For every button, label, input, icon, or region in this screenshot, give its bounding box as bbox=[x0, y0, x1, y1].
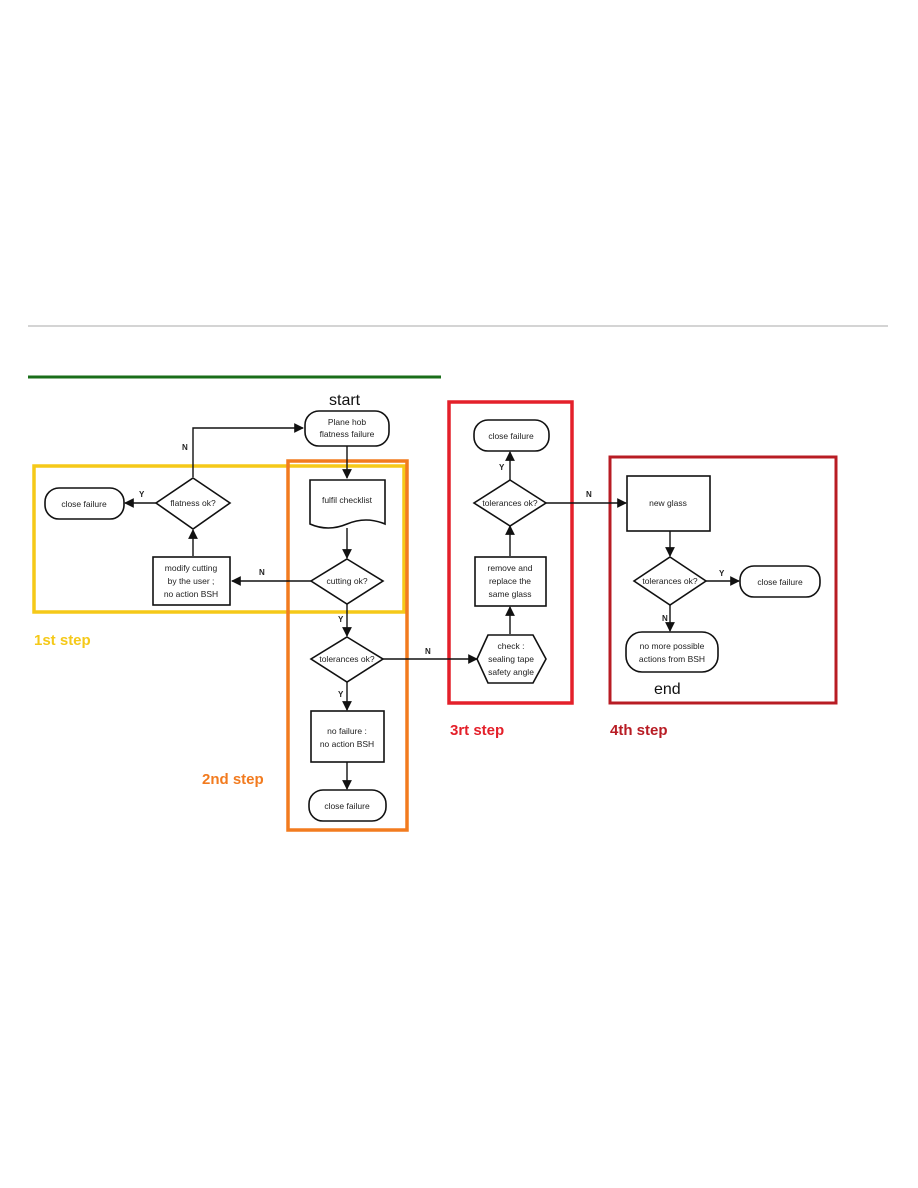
edge-label-cutting-n: N bbox=[259, 568, 265, 577]
node-close-failure-3: close failure bbox=[473, 419, 550, 452]
step3-label: 3rt step bbox=[450, 722, 504, 739]
node-close-failure-1: close failure bbox=[44, 487, 125, 520]
node-tolerances-ok-2: tolerances ok? bbox=[309, 636, 385, 683]
node-no-more-actions-line1: no more possible bbox=[640, 641, 705, 651]
node-tolerances-ok-4: tolerances ok? bbox=[632, 556, 708, 606]
node-cutting-ok: cutting ok? bbox=[309, 558, 385, 605]
node-plane-hob-line1: Plane hob bbox=[328, 417, 367, 427]
node-no-failure-line1: no failure : bbox=[327, 726, 367, 736]
edge-label-tol3-n: N bbox=[586, 490, 592, 499]
edge-label-tol3-y: Y bbox=[499, 463, 505, 472]
node-tolerances-ok-3-text: tolerances ok? bbox=[482, 498, 538, 508]
edge-flatness-n bbox=[192, 423, 304, 477]
edge-label-flatness-n: N bbox=[182, 443, 188, 452]
step1-frame bbox=[32, 464, 406, 614]
node-remove-replace-line2: replace the bbox=[489, 576, 531, 586]
node-fulfil-checklist: fulfil checklist bbox=[309, 479, 386, 529]
edge-labels: N Y N Y Y N Y N Y N bbox=[139, 443, 725, 699]
node-plane-hob: Plane hob flatness failure bbox=[304, 410, 390, 447]
node-tolerances-ok-3: tolerances ok? bbox=[472, 479, 548, 527]
edge-label-tol4-n: N bbox=[662, 614, 668, 623]
edge-label-cutting-y: Y bbox=[338, 615, 344, 624]
node-remove-replace: remove and replace the same glass bbox=[474, 556, 547, 607]
node-close-failure-4: close failure bbox=[739, 565, 821, 598]
step3-frame bbox=[447, 400, 574, 705]
node-modify-cutting-line2: by the user ; bbox=[168, 576, 215, 586]
node-modify-cutting-line3: no action BSH bbox=[164, 589, 218, 599]
node-remove-replace-line1: remove and bbox=[488, 563, 533, 573]
node-close-failure-2-text: close failure bbox=[324, 801, 370, 811]
node-modify-cutting-line1: modify cutting bbox=[165, 563, 218, 573]
step4-label: 4th step bbox=[610, 722, 668, 739]
edge-label-flatness-y: Y bbox=[139, 490, 145, 499]
node-tolerances-ok-4-text: tolerances ok? bbox=[642, 576, 698, 586]
step1-label: 1st step bbox=[34, 632, 91, 649]
node-close-failure-1-text: close failure bbox=[61, 499, 107, 509]
node-flatness-ok-text: flatness ok? bbox=[170, 498, 216, 508]
node-fulfil-checklist-text: fulfil checklist bbox=[322, 495, 373, 505]
node-plane-hob-line2: flatness failure bbox=[320, 429, 375, 439]
node-new-glass: new glass bbox=[626, 475, 711, 532]
node-tolerances-ok-2-text: tolerances ok? bbox=[319, 654, 375, 664]
end-label: end bbox=[654, 681, 681, 698]
node-modify-cutting: modify cutting by the user ; no action B… bbox=[152, 556, 231, 606]
start-label: start bbox=[329, 392, 361, 409]
node-check-sealing-line1: check : bbox=[498, 641, 525, 651]
node-flatness-ok: flatness ok? bbox=[154, 477, 232, 530]
edge-label-tol2-y: Y bbox=[338, 690, 344, 699]
node-check-sealing-line3: safety angle bbox=[488, 667, 534, 677]
step2-label: 2nd step bbox=[202, 771, 264, 788]
node-close-failure-2: close failure bbox=[308, 789, 387, 822]
node-close-failure-4-text: close failure bbox=[757, 577, 803, 587]
node-remove-replace-line3: same glass bbox=[489, 589, 532, 599]
node-no-more-actions: no more possible actions from BSH bbox=[625, 631, 719, 673]
node-no-failure-line2: no action BSH bbox=[320, 739, 374, 749]
node-check-sealing-line2: sealing tape bbox=[488, 654, 534, 664]
edge-label-tol4-y: Y bbox=[719, 569, 725, 578]
edge-label-tol2-n: N bbox=[425, 647, 431, 656]
node-close-failure-3-text: close failure bbox=[488, 431, 534, 441]
step4-frame bbox=[608, 455, 838, 705]
node-new-glass-text: new glass bbox=[649, 498, 687, 508]
node-no-failure: no failure : no action BSH bbox=[310, 710, 385, 763]
connectors bbox=[124, 423, 740, 790]
node-check-sealing: check : sealing tape safety angle bbox=[476, 634, 547, 684]
node-no-more-actions-line2: actions from BSH bbox=[639, 654, 705, 664]
node-cutting-ok-text: cutting ok? bbox=[326, 576, 367, 586]
